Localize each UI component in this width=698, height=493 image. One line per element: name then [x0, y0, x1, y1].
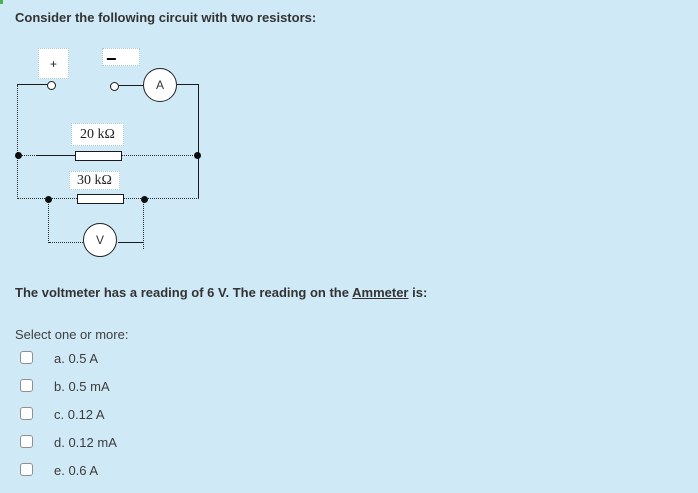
wire — [17, 198, 199, 199]
select-prompt: Select one or more: — [15, 327, 129, 342]
resistor-20k-value: 20 kΩ — [80, 126, 115, 142]
battery-minus-label-box: − — [102, 48, 140, 69]
option-checkbox-a[interactable] — [20, 351, 33, 364]
resistor-20k — [75, 151, 122, 161]
option-row-c: c. 0.12 A — [0, 406, 320, 422]
wire — [177, 84, 199, 85]
wire — [198, 85, 199, 199]
question-text-before: The voltmeter has a reading of 6 V. The … — [15, 285, 353, 300]
question-text-ammeter: Ammeter — [352, 285, 409, 300]
option-checkbox-e[interactable] — [20, 463, 33, 476]
question-text: The voltmeter has a reading of 6 V. The … — [15, 285, 427, 300]
option-row-d: d. 0.12 mA — [0, 434, 320, 450]
wire — [118, 242, 144, 243]
wire — [119, 85, 144, 86]
option-row-a: a. 0.5 A — [0, 350, 320, 366]
plus-sign: + — [49, 56, 57, 71]
option-label-e[interactable]: e. 0.6 A — [54, 463, 99, 478]
wire — [17, 84, 47, 85]
resistor-30k-value: 30 kΩ — [77, 172, 112, 188]
wire — [143, 200, 144, 249]
battery-negative-terminal — [110, 82, 119, 91]
option-label-b[interactable]: b. 0.5 mA — [54, 379, 110, 394]
question-title: Consider the following circuit with two … — [15, 10, 317, 25]
wire — [18, 155, 199, 156]
option-checkbox-d[interactable] — [20, 435, 33, 448]
question-text-after: is: — [408, 285, 428, 300]
voltmeter-label: V — [95, 233, 104, 247]
option-row-b: b. 0.5 mA — [0, 378, 320, 394]
ammeter: A — [143, 68, 177, 102]
option-checkbox-c[interactable] — [20, 407, 33, 420]
junction-dot — [45, 196, 52, 203]
option-label-a[interactable]: a. 0.5 A — [54, 351, 99, 366]
option-row-e: e. 0.6 A — [0, 462, 320, 478]
corner-artifact — [0, 0, 3, 4]
junction-dot — [141, 196, 148, 203]
battery-positive-terminal — [47, 81, 56, 90]
ammeter-label: A — [155, 78, 164, 92]
wire — [48, 200, 49, 243]
wire — [17, 85, 18, 199]
option-label-c[interactable]: c. 0.12 A — [54, 407, 105, 422]
wire — [49, 242, 85, 243]
option-checkbox-b[interactable] — [20, 379, 33, 392]
resistor-30k-label: 30 kΩ — [69, 171, 120, 190]
junction-dot — [15, 152, 22, 159]
battery-plus-label-box: + — [38, 48, 69, 79]
resistor-30k — [77, 194, 124, 204]
voltmeter: V — [83, 223, 117, 257]
option-label-d[interactable]: d. 0.12 mA — [54, 435, 117, 450]
resistor-20k-label: 20 kΩ — [71, 123, 124, 146]
wire — [36, 155, 76, 156]
minus-sign: − — [106, 49, 116, 69]
junction-dot — [194, 152, 201, 159]
